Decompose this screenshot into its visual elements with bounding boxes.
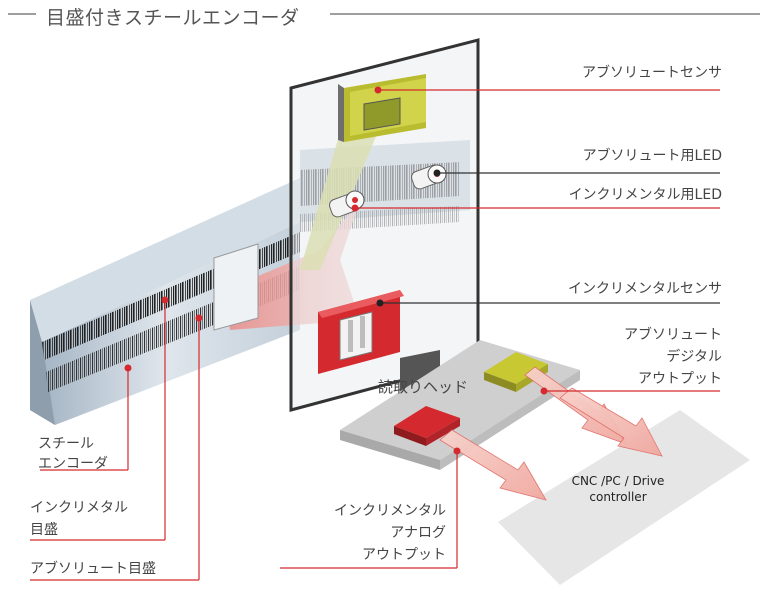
label-absolute-sensor: アブソリュートセンサ bbox=[582, 65, 722, 81]
absolute-sensor bbox=[338, 74, 426, 142]
label-incremental-sensor: インクリメンタルセンサ bbox=[568, 281, 722, 297]
label-controller: CNC /PC / Drive controller bbox=[558, 473, 678, 505]
label-incremental-led: インクリメンタル用LED bbox=[568, 187, 722, 203]
label-steel-encoder: スチール エンコーダ bbox=[38, 434, 108, 474]
digital-output-arrow bbox=[524, 366, 663, 457]
leader-dots-dark bbox=[376, 169, 441, 307]
diagram-title: 目盛付きスチールエンコーダ bbox=[40, 3, 306, 30]
analog-chip bbox=[394, 406, 460, 446]
label-incremental-analog-output-line1: インクリメンタル bbox=[334, 503, 446, 519]
label-incremental-analog-output-line2: アナログ bbox=[390, 525, 446, 541]
controller-plate bbox=[498, 410, 750, 585]
label-absolute-digital-output-line1: アブソリュート bbox=[624, 327, 722, 343]
incremental-led bbox=[329, 190, 365, 218]
label-absolute-digital-output-line2: デジタル bbox=[666, 349, 722, 365]
scale-window bbox=[213, 243, 259, 331]
label-absolute-digital-output-line3: アウトプット bbox=[638, 371, 722, 387]
leader-dots bbox=[124, 86, 548, 455]
label-absolute-scale: アブソリュート目盛 bbox=[30, 561, 156, 577]
leader-lines bbox=[30, 89, 720, 581]
label-controller-line1: CNC /PC / Drive bbox=[571, 474, 665, 488]
analog-output-arrow bbox=[439, 429, 547, 501]
label-steel-encoder-line2: エンコーダ bbox=[38, 456, 108, 472]
label-incremental-scale: インクリメタル 目盛 bbox=[30, 497, 128, 541]
label-absolute-led: アブソリュート用LED bbox=[582, 148, 722, 164]
incremental-sensor bbox=[318, 290, 404, 374]
label-incremental-scale-line1: インクリメタル bbox=[30, 500, 128, 516]
label-read-head: 読取りヘッド bbox=[378, 378, 469, 396]
label-absolute-digital-output: アブソリュート デジタル アウトプット bbox=[624, 324, 722, 390]
label-incremental-scale-line2: 目盛 bbox=[30, 522, 58, 538]
label-steel-encoder-line1: スチール bbox=[38, 436, 94, 452]
label-incremental-analog-output-line3: アウトプット bbox=[362, 547, 446, 563]
label-incremental-analog-output: インクリメンタル アナログ アウトプット bbox=[290, 500, 446, 566]
label-controller-line2: controller bbox=[589, 490, 647, 504]
